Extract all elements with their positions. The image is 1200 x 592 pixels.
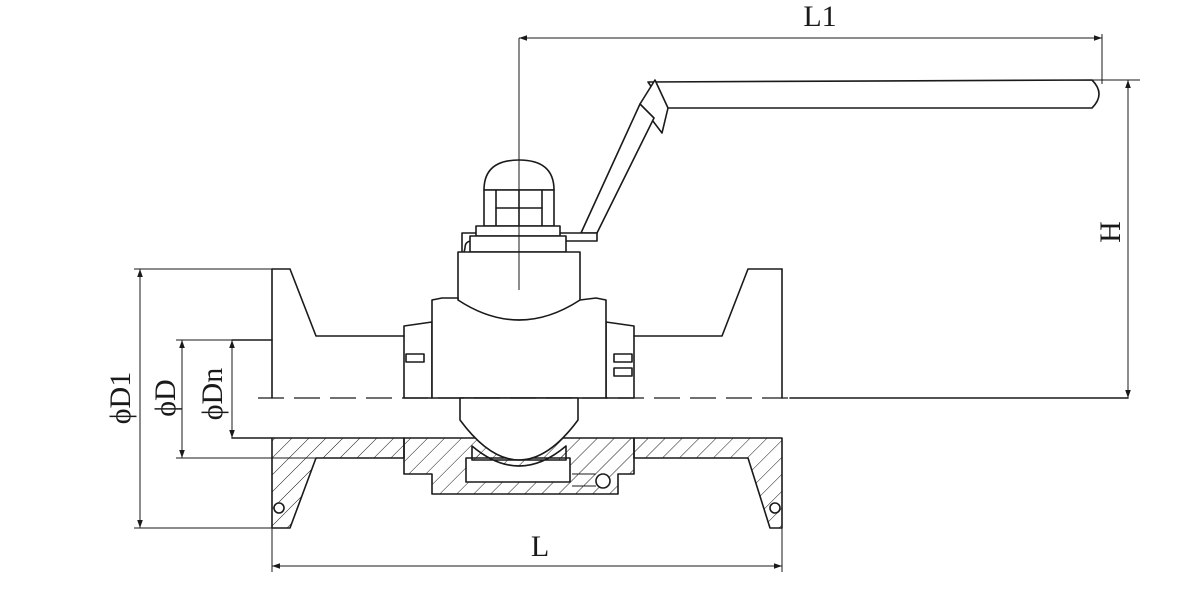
dimension-l: L [271, 528, 783, 572]
left-ferrule [231, 268, 405, 399]
label-d1: ϕD1 [104, 372, 137, 424]
valve-handle [461, 79, 1100, 263]
dimension-h: H [1092, 79, 1140, 398]
label-dn: ϕDn [196, 368, 229, 420]
dimension-dn: ϕDn [196, 340, 235, 438]
dimension-l1: L1 [519, 0, 1103, 84]
dimension-d: ϕD [149, 339, 316, 459]
label-h: H [1094, 221, 1127, 243]
label-l1: L1 [803, 0, 836, 33]
label-l: L [531, 530, 549, 563]
dimension-d1: ϕD1 [104, 268, 272, 529]
label-d: ϕD [149, 379, 182, 416]
right-ferrule [633, 268, 783, 399]
stem-nut [469, 159, 567, 253]
valve-section-lower [231, 397, 783, 529]
center-lines [258, 38, 1129, 399]
